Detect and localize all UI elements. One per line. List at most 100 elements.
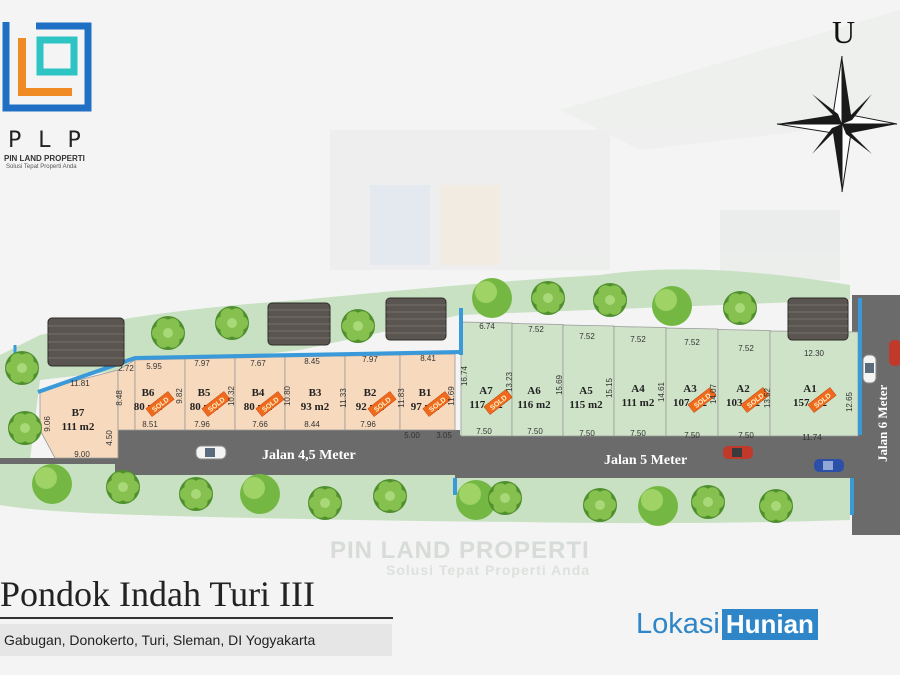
- car-white-icon: [195, 445, 227, 460]
- dimension-label: 5.00: [404, 431, 420, 440]
- tree-bush-icon: [106, 470, 140, 504]
- car-red-icon: [723, 446, 753, 459]
- lot-id: A7: [479, 385, 493, 397]
- badge-part-2: Hunian: [721, 608, 818, 640]
- watermark-tagline: Solusi Tepat Properti Anda: [386, 562, 591, 578]
- road-jalan-5: [455, 435, 852, 478]
- lot-id: B4: [252, 387, 265, 399]
- lot-id: B7: [72, 407, 85, 419]
- dimension-label: 13.23: [505, 371, 514, 392]
- tree-round-icon: [240, 474, 280, 514]
- tree-bush-icon: [759, 489, 793, 523]
- lot-id: A3: [683, 383, 697, 395]
- lot-id: A4: [631, 383, 645, 395]
- gazebo-icon: [47, 317, 125, 367]
- logo-letters: PLP: [8, 128, 98, 153]
- dimension-label: 7.50: [579, 429, 595, 438]
- dimension-label: 2.72: [118, 364, 134, 373]
- dimension-label: 5.95: [146, 362, 162, 371]
- dimension-label: 14.61: [657, 381, 666, 402]
- tree-bush-icon: [488, 481, 522, 515]
- dimension-label: 15.69: [555, 374, 564, 395]
- tree-bush-icon: [691, 485, 725, 519]
- gazebo-icon: [267, 302, 331, 346]
- dimension-label: 12.30: [804, 349, 825, 358]
- tree-bush-icon: [723, 291, 757, 325]
- road-jalan-4-5: [115, 430, 460, 475]
- dimension-label: 8.48: [115, 390, 124, 406]
- dimension-label: 11.81: [70, 379, 90, 388]
- gazebos: [47, 297, 849, 367]
- dimension-label: 16.74: [460, 365, 469, 386]
- dimension-label: 7.50: [527, 427, 543, 436]
- lot-id: A6: [527, 385, 541, 397]
- tree-round-icon: [652, 286, 692, 326]
- lot-a6[interactable]: A6 116 m2: [517, 385, 551, 411]
- road-label-jalan-4-5: Jalan 4,5 Meter: [262, 448, 356, 463]
- tree-bush-icon: [151, 316, 185, 350]
- lot-id: B1: [419, 387, 432, 399]
- tree-bush-icon: [8, 411, 42, 445]
- tree-round-icon: [456, 480, 496, 520]
- gazebo-icon: [385, 297, 447, 341]
- compass-north-label: U: [832, 14, 856, 50]
- logo-tagline: Solusi Tepat Properti Anda: [6, 164, 77, 170]
- dimension-label: 7.67: [250, 359, 266, 368]
- dimension-label: 12.65: [845, 391, 854, 412]
- lot-area: 111 m2: [62, 421, 95, 433]
- lot-b3[interactable]: B3 93 m2: [301, 387, 330, 413]
- project-address: Gabugan, Donokerto, Turi, Sleman, DI Yog…: [4, 632, 316, 648]
- block-b: [39, 353, 456, 459]
- dimension-label: 7.52: [684, 338, 700, 347]
- compass-rose-icon: [776, 55, 898, 193]
- dimension-label: 7.52: [579, 332, 595, 341]
- car-white-vertical-icon: [862, 354, 877, 384]
- lot-area: 93 m2: [301, 401, 330, 413]
- tree-round-icon: [638, 486, 678, 526]
- lot-b7[interactable]: B7 111 m2: [62, 407, 95, 433]
- watermark-name: PIN LAND PROPERTI: [330, 537, 590, 564]
- tree-round-icon: [32, 464, 72, 504]
- address-bar: [0, 624, 392, 656]
- car-red-vertical-icon: [889, 340, 900, 366]
- tree-bush-icon: [179, 477, 213, 511]
- tree-bush-icon: [373, 479, 407, 513]
- road-label-jalan-6: Jalan 6 Meter: [875, 385, 890, 462]
- dimension-label: 11.69: [447, 386, 456, 406]
- dimension-label: 10.80: [283, 385, 292, 406]
- lot-area: 116 m2: [517, 399, 551, 411]
- dimension-label: 13.52: [763, 387, 772, 408]
- dimension-label: 7.50: [630, 429, 646, 438]
- dimension-label: 4.50: [105, 430, 114, 446]
- dimension-label: 3.05: [436, 431, 452, 440]
- dimension-label: 11.83: [397, 388, 406, 408]
- dimension-label: 10.32: [227, 385, 236, 406]
- road-jalan-6: [852, 295, 900, 535]
- tree-bush-icon: [583, 488, 617, 522]
- lot-id: B5: [198, 387, 211, 399]
- dimension-label: 7.50: [684, 431, 700, 440]
- block-a: [460, 321, 859, 437]
- plp-logo-icon: [2, 22, 92, 112]
- lot-id: A2: [736, 383, 750, 395]
- dimension-label: 8.41: [420, 354, 436, 363]
- dimension-label: 7.97: [362, 355, 378, 364]
- road-label-jalan-5: Jalan 5 Meter: [604, 453, 687, 468]
- tree-round-icon: [472, 278, 512, 318]
- lot-id: B6: [142, 387, 155, 399]
- lot-area: 115 m2: [569, 399, 603, 411]
- boundary-line-b: [37, 350, 461, 394]
- tree-bush-icon: [341, 309, 375, 343]
- title-underline: [0, 617, 393, 619]
- gazebo-icon: [787, 297, 849, 341]
- lot-id: B3: [309, 387, 322, 399]
- tree-bush-icon: [308, 486, 342, 520]
